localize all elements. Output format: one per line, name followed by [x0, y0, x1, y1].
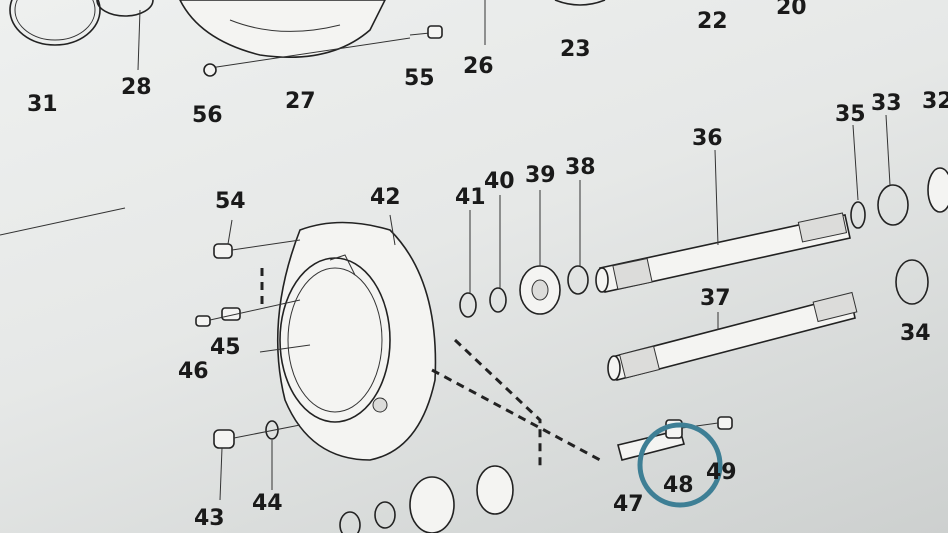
callout-27: 27: [285, 89, 316, 114]
bolt-part-43: [213, 420, 301, 501]
callout-35: 35: [835, 102, 866, 127]
callout-32: 32: [922, 89, 948, 114]
bearing-part-28: [96, 0, 154, 71]
callout-49: 49: [706, 460, 737, 485]
callout-37: 37: [700, 286, 731, 311]
callout-42: 42: [370, 185, 401, 210]
callout-40: 40: [484, 169, 515, 194]
highlight-circle-48: [637, 422, 723, 508]
gear-part-39: [519, 190, 561, 315]
callout-34: 34: [900, 321, 931, 346]
washers-38-40-41: [459, 180, 589, 318]
pin-part-47-48-49: [617, 416, 733, 461]
callout-36: 36: [692, 126, 723, 151]
callout-23: 23: [560, 37, 591, 62]
callout-54: 54: [215, 189, 246, 214]
callout-20: 20: [776, 0, 807, 20]
shaft-part-37: [607, 291, 858, 381]
pin-part-56: [203, 37, 411, 77]
callout-55: 55: [404, 66, 435, 91]
snap-rings-33-35: [850, 114, 948, 305]
callout-39: 39: [525, 163, 556, 188]
housing-part-26: [179, 0, 386, 58]
bolt-part-54: [213, 219, 301, 259]
callout-41: 41: [455, 185, 486, 210]
callout-45: 45: [210, 335, 241, 360]
callout-26: 26: [463, 54, 494, 79]
callout-48: 48: [663, 473, 694, 498]
callout-31: 31: [27, 92, 58, 117]
hub-part-42: [276, 214, 437, 461]
gear-part-bottom: [339, 465, 514, 533]
callout-22: 22: [697, 9, 728, 34]
shaft-part-36: [595, 149, 851, 293]
ring-part-31: [9, 0, 101, 46]
pins-45-46: [195, 299, 311, 353]
callout-33: 33: [871, 91, 902, 116]
callout-43: 43: [194, 506, 225, 531]
callout-46: 46: [178, 359, 209, 384]
callout-38: 38: [565, 155, 596, 180]
callout-47: 47: [613, 492, 644, 517]
callout-28: 28: [121, 75, 152, 100]
callout-56: 56: [192, 103, 223, 128]
callout-44: 44: [252, 491, 283, 516]
bolt-part-55: [409, 25, 443, 39]
